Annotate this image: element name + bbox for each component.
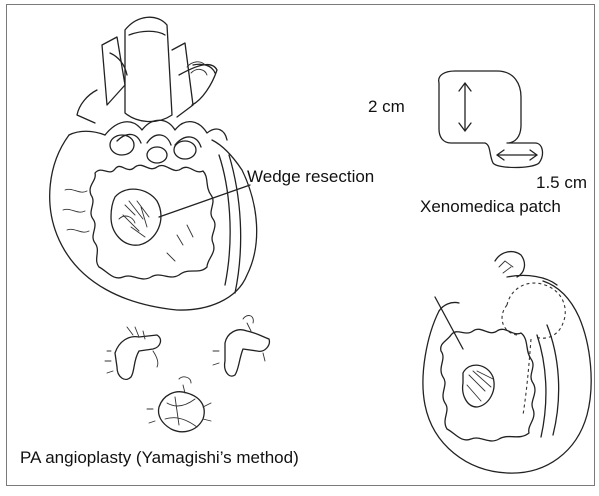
pa-sketch-2 xyxy=(213,316,269,377)
wedge-resection-label: Wedge resection xyxy=(247,168,374,185)
patch-name-label: Xenomedica patch xyxy=(420,198,561,215)
pa-sketch-3 xyxy=(147,377,211,432)
pa-angioplasty-label: PA angioplasty (Yamagishi’s method) xyxy=(20,449,299,466)
main-heart-drawing xyxy=(50,17,257,310)
height-measure-label: 2 cm xyxy=(368,98,405,115)
width-measure-label: 1.5 cm xyxy=(536,174,587,191)
repaired-heart-drawing xyxy=(423,252,591,473)
wedge-leader-line xyxy=(159,185,250,217)
xenomedica-patch-shape xyxy=(439,71,543,168)
figure-frame: 2 cm 1.5 cm Xenomedica patch Wedge resec… xyxy=(6,4,595,486)
surgical-illustration xyxy=(7,5,596,487)
pa-sketch-1 xyxy=(105,327,160,379)
